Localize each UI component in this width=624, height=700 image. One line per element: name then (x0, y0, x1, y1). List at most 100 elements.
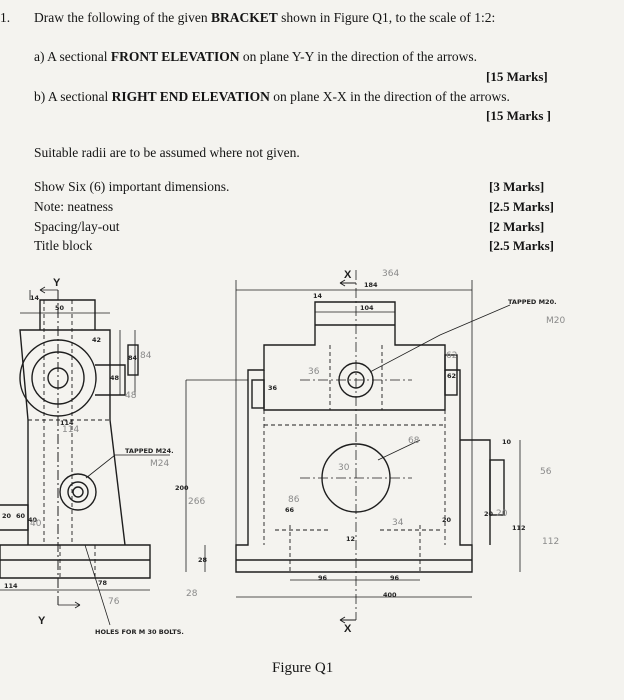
requirement-4-marks: [2.5 Marks] (489, 238, 554, 253)
hand-84: 84 (140, 351, 152, 361)
left-tapped-boss (59, 473, 97, 511)
requirement-1-marks: [3 Marks] (489, 179, 545, 194)
hand-56: 56 (540, 467, 552, 477)
hand-62: 62 (446, 351, 457, 361)
dim-12: 12 (346, 535, 355, 543)
requirement-4: Title block (34, 238, 93, 253)
instruction-text-2: shown in Figure Q1, to the scale of 1:2: (277, 10, 496, 25)
right-flange-boss (489, 459, 505, 516)
dim-50: 50 (55, 304, 65, 312)
left-top-boss (39, 299, 96, 330)
dim-40-left: 40 (28, 516, 38, 524)
part-b-keyword: RIGHT END ELEVATION (111, 89, 270, 104)
requirement-1: Show Six (6) important dimensions. (34, 179, 230, 194)
instruction-text-1: Draw the following of the given (34, 10, 211, 25)
requirement-3-marks: [2 Marks] (489, 219, 545, 234)
dim-112: 112 (512, 524, 526, 532)
drawing-labels: Y Y X X 14 50 42 84 48 114 20 60 40 114 … (2, 269, 565, 636)
part-a-marks: [15 Marks] (486, 69, 548, 84)
holes-note: HOLES FOR M 30 BOLTS. (95, 628, 184, 636)
dim-84: 84 (128, 354, 138, 362)
dim-20-left: 20 (2, 512, 12, 520)
hand-364: 364 (382, 269, 399, 279)
hand-36: 36 (308, 367, 320, 377)
dim-14-left: 14 (30, 294, 40, 302)
hand-114: 114 (62, 425, 79, 435)
hand-m24: M24 (150, 459, 169, 469)
section-line-xx (339, 279, 356, 624)
right-hidden-lines (263, 345, 446, 572)
part-b: b) A sectional RIGHT END ELEVATION on pl… (34, 89, 510, 105)
radii-note: Suitable radii are to be assumed where n… (34, 145, 300, 160)
left-tapped-core (72, 486, 84, 498)
right-right-small-box (444, 354, 458, 396)
hand-266: 266 (188, 497, 205, 507)
dim-96-left: 96 (318, 574, 328, 582)
left-base-outline (0, 544, 151, 579)
question-instruction: Draw the following of the given BRACKET … (34, 10, 495, 26)
left-upright (19, 329, 126, 546)
bracket-keyword: BRACKET (210, 10, 278, 25)
right-outline (235, 301, 473, 573)
requirement-2: Note: neatness (34, 199, 114, 214)
dim-48: 48 (110, 374, 120, 382)
left-dim-lines (0, 286, 170, 626)
hand-86: 86 (288, 495, 300, 505)
hand-20: 20 (496, 509, 508, 519)
hand-112: 112 (542, 537, 559, 547)
left-dim-box (127, 344, 139, 376)
dim-60-left: 60 (16, 512, 26, 520)
part-b-prefix: b) A sectional (34, 89, 112, 104)
left-tapped-hole (67, 481, 89, 503)
tapped-m20-note: TAPPED M20. (508, 298, 557, 306)
part-a: a) A sectional FRONT ELEVATION on plane … (34, 49, 477, 65)
part-b-suffix: on plane X-X in the direction of the arr… (269, 89, 510, 104)
requirement-3: Spacing/lay-out (34, 219, 120, 234)
dim-42: 42 (92, 336, 101, 344)
right-dim-lines (185, 280, 521, 598)
hand-76: 76 (108, 597, 120, 607)
label-y-top: Y (53, 277, 61, 289)
hand-m20: M20 (546, 316, 565, 326)
dim-20-flange: 20 (484, 510, 494, 518)
hand-28: 28 (186, 589, 198, 599)
left-side-lug (0, 504, 29, 531)
right-center-lines (300, 270, 412, 620)
dim-66: 66 (285, 506, 295, 514)
tapped-m24-note: TAPPED M24. (125, 447, 174, 455)
dim-28: 28 (198, 556, 208, 564)
dim-400: 400 (383, 591, 397, 599)
dim-10: 10 (502, 438, 512, 446)
dim-200: 200 (175, 484, 189, 492)
part-a-prefix: a) A sectional (34, 49, 111, 64)
part-b-marks: [15 Marks ] (486, 108, 551, 123)
left-hidden-lines (28, 300, 110, 578)
right-left-small-box (251, 379, 265, 409)
figure-caption: Figure Q1 (272, 660, 334, 676)
left-view (0, 299, 151, 579)
hand-34: 34 (392, 518, 404, 528)
left-right-boss (95, 364, 126, 396)
part-a-suffix: on plane Y-Y in the direction of the arr… (239, 49, 477, 64)
left-bore (31, 351, 85, 405)
right-upper-box (263, 370, 446, 411)
dim-114-upper: 114 (60, 419, 74, 427)
dim-62: 62 (447, 372, 456, 380)
dim-114-base: 114 (4, 582, 18, 590)
label-x-bottom: X (344, 623, 352, 635)
dim-20-right: 20 (442, 516, 452, 524)
right-flange (460, 439, 491, 545)
hand-40: 40 (30, 519, 42, 529)
hand-30: 30 (338, 463, 350, 473)
question-number: 1. (0, 10, 11, 25)
dim-78: 78 (98, 579, 108, 587)
dim-36: 36 (268, 384, 278, 392)
dim-104: 104 (360, 304, 374, 312)
dim-96-right: 96 (390, 574, 400, 582)
label-y-bottom: Y (38, 615, 46, 627)
dim-184: 184 (364, 281, 378, 289)
label-x-top: X (344, 269, 352, 281)
right-view (235, 301, 505, 573)
dim-14-right: 14 (313, 292, 323, 300)
